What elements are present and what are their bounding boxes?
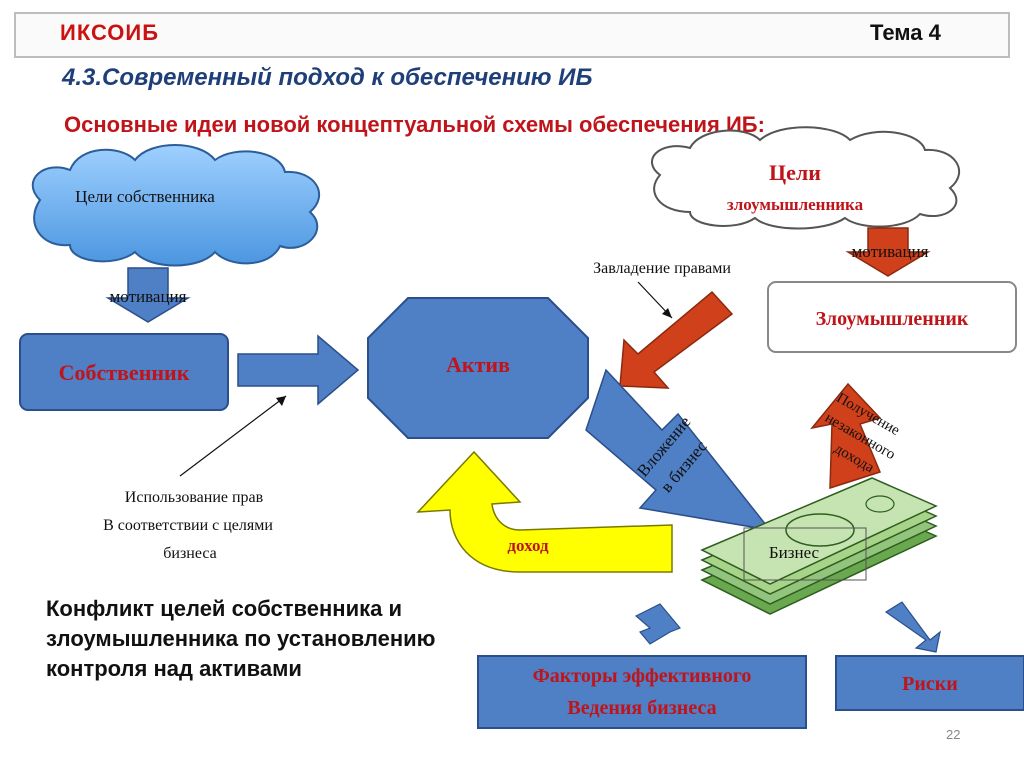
asset-text: Актив <box>446 352 510 377</box>
usage-line2: В соответствии с целями <box>103 517 273 534</box>
header-bar <box>14 12 1010 58</box>
attacker-goals-line2: злоумышленника <box>727 195 864 214</box>
owner-goals-cloud <box>31 144 321 267</box>
owner-goals-text: Цели собственника <box>75 187 215 206</box>
slide-title: 4.3.Современный подход к обеспечению ИБ <box>62 64 593 91</box>
seizure-label: Завладение правами <box>593 260 731 277</box>
attacker-goals-cloud <box>650 126 961 230</box>
investment-arrow <box>585 368 772 532</box>
risks-up-arrow <box>884 601 941 653</box>
money-stack <box>700 477 938 615</box>
factors-line1: Факторы эффективного <box>533 665 752 687</box>
motivation-arrow-right <box>845 227 931 277</box>
conflict-text: Конфликт целей собственника и злоумышлен… <box>46 596 436 681</box>
owner-text: Собственник <box>59 360 190 385</box>
attacker-goals-line1: Цели <box>769 160 821 185</box>
motivation-label-right: мотивация <box>852 242 929 261</box>
seizure-arrow <box>619 290 734 389</box>
owner-box <box>19 333 229 411</box>
factors-up-arrow <box>634 603 681 645</box>
slide-subtitle: Основные идеи новой концептуальной схемы… <box>64 112 765 137</box>
page-number: 22 <box>946 727 961 742</box>
motivation-label-left: мотивация <box>110 287 187 306</box>
motivation-arrow-left <box>105 267 191 323</box>
factors-line2: Ведения бизнеса <box>567 697 716 719</box>
business-label-box <box>743 527 867 581</box>
income-label: доход <box>507 536 549 555</box>
attacker-text: Злоумышленник <box>816 308 969 330</box>
income-arrow <box>416 450 673 573</box>
usage-line3: бизнеса <box>163 545 216 562</box>
topic-label: Тема 4 <box>870 20 941 45</box>
attacker-box <box>767 281 1017 353</box>
illegal-income-arrow <box>810 382 882 490</box>
factors-box <box>477 655 807 729</box>
asset-octagon <box>367 297 589 439</box>
risks-text: Риски <box>902 673 958 695</box>
risks-box <box>835 655 1024 711</box>
usage-line1: Использование прав <box>125 489 264 506</box>
business-text: Бизнес <box>769 543 820 562</box>
owner-to-asset-arrow <box>237 334 360 406</box>
usage-pointer <box>179 395 287 477</box>
org-name: ИКСОИБ <box>60 20 160 45</box>
